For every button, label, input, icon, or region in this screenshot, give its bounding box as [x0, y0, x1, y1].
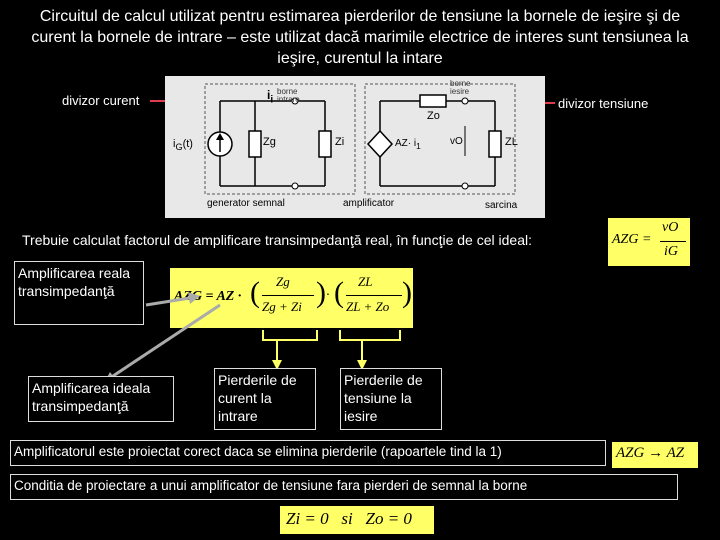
input-current-loss-box: Pierderile de curent la intrare [214, 368, 316, 430]
output-voltage-loss-box: Pierderile de tensiune la iesire [340, 368, 442, 430]
az-ii-label: AZ· i1 [395, 138, 421, 151]
zl-label: ZL [505, 136, 518, 148]
ig-label: iG(t) [173, 138, 193, 153]
vo-label: vO [450, 136, 463, 147]
limit-formula: AZG → AZ [612, 442, 698, 468]
dependent-source-icon [366, 129, 394, 159]
circuit-svg [204, 83, 516, 195]
condition-formula: Zi = 0 si Zo = 0 [280, 506, 434, 534]
zg-label: Zg [263, 136, 276, 148]
amplifier-box-left [204, 83, 356, 195]
ii-label: ii [267, 88, 274, 106]
zi-label: Zi [335, 136, 345, 148]
borne-intrare-label: borne intrare [277, 87, 300, 104]
zo-resistor [419, 94, 447, 108]
slide-title: Circuitul de calcul utilizat pentru esti… [31, 8, 689, 67]
sarcina-label: sarcina [485, 200, 518, 211]
transimpedance-sentence: Trebuie calculat factorul de amplificare… [22, 232, 532, 248]
circuit-diagram: ii borne intrare borne iesire iG(t) Zg Z… [165, 76, 545, 218]
divizor-tensiune-label: divizor tensiune [558, 96, 649, 111]
correct-design-box: Amplificatorul este proiectat corect dac… [10, 440, 606, 466]
design-condition-box: Conditia de proiectare a unui amplificat… [10, 474, 678, 500]
zi-resistor [318, 130, 332, 158]
zl-resistor [488, 130, 502, 158]
generator-label: generator semnal [207, 198, 285, 209]
azg-ratio-formula: AZG = vO iG [608, 218, 690, 266]
amplificator-label: amplificator [343, 198, 395, 209]
amplifier-box-right [364, 83, 516, 195]
zo-label: Zo [427, 110, 440, 122]
zg-resistor [248, 130, 262, 158]
divizor-curent-label: divizor curent [62, 93, 140, 108]
real-amplification-box: Amplificarea reala transimpedanţă [14, 261, 144, 325]
borne-iesire-label: borne iesire [450, 79, 471, 96]
ideal-amplification-box: Amplificarea ideala transimpedanţă [28, 376, 174, 422]
